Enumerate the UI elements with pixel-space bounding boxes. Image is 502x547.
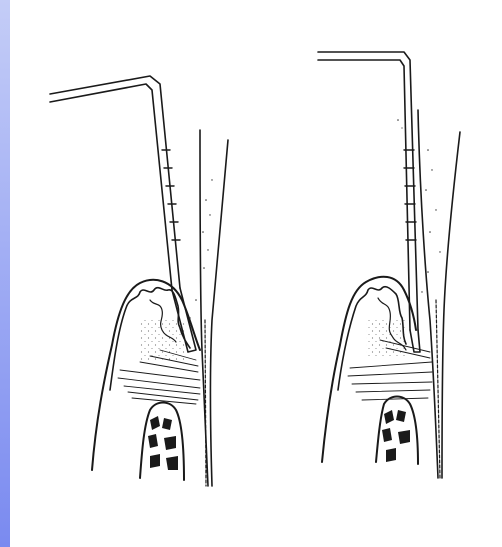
right-tooth-surface-inner [418,110,438,478]
left-tooth-surface-inner [200,130,208,486]
side-accent-bar-fill [0,0,10,547]
right-tooth-surface-outer [442,132,460,478]
left-gingiva-outline [92,280,200,470]
left-probe-handle-inner [50,84,172,290]
right-connective-stipple [366,320,406,356]
left-tooth-surface-outer [211,140,229,486]
right-panel [318,52,460,478]
left-panel [50,76,228,486]
right-bone-marrow [382,410,410,462]
left-connective-stipple [140,320,186,360]
right-probe-handle-inner [318,60,410,330]
left-bone-marrow [148,416,178,470]
left-cementum-layer [205,320,206,486]
